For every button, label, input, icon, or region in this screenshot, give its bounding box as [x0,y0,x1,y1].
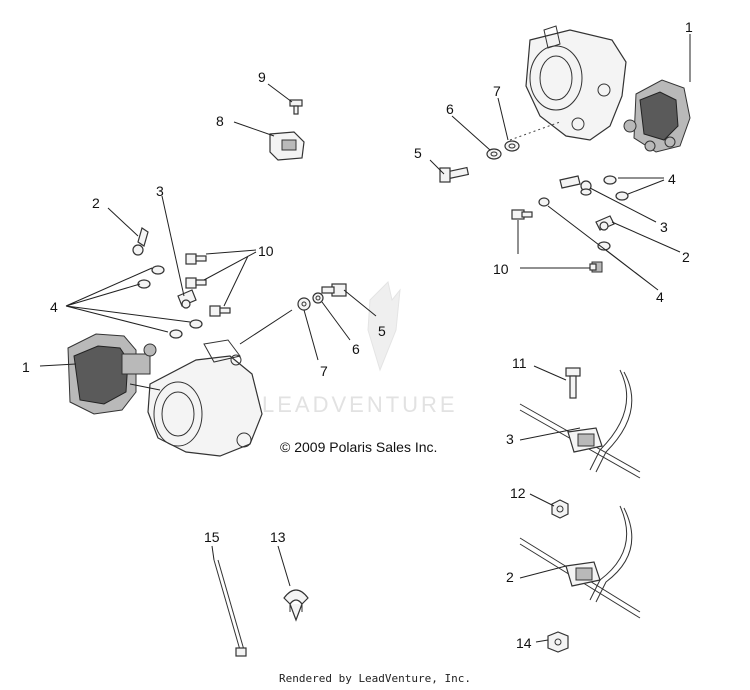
callout-2-clip: 2 [506,569,514,585]
callout-6-right: 6 [446,101,454,117]
brake-line-assembly-2[interactable] [519,505,641,619]
nut-14[interactable] [547,631,569,653]
callout-7-right: 7 [493,83,501,99]
callout-8: 8 [216,113,224,129]
washer-left-4d[interactable] [169,329,183,339]
callout-13: 13 [270,529,286,545]
callout-14: 14 [516,635,532,651]
washer-right-6[interactable] [486,148,502,160]
callout-12: 12 [510,485,526,501]
brake-line-fitting-right[interactable] [559,175,592,196]
push-clip-13[interactable] [283,589,309,622]
callout-2-left: 2 [92,195,100,211]
bolt-left-10a[interactable] [185,253,207,265]
washer-left-4b[interactable] [137,279,151,289]
brake-line-assembly-3[interactable] [519,369,641,479]
callout-3-left: 3 [156,183,164,199]
washer-left-4c[interactable] [189,319,203,329]
callout-10-left: 10 [258,243,274,259]
callout-5-mid: 5 [378,323,386,339]
callout-1-left: 1 [22,359,30,375]
knuckle-housing-left[interactable] [147,339,263,457]
washer-left-4a[interactable] [151,265,165,275]
bolt-left-10b[interactable] [185,277,207,289]
callout-4-right: 4 [668,171,676,187]
bracket-8[interactable] [269,131,305,161]
callout-6-mid: 6 [352,341,360,357]
brake-line-clip-left-3[interactable] [177,289,197,309]
cable-tie-15[interactable] [213,559,247,657]
bolt-right-small[interactable] [511,209,533,220]
watermark-text: LEADVENTURE [262,392,458,417]
washer-right-4c[interactable] [538,197,550,207]
washer-right-7[interactable] [504,140,520,152]
callout-4-right-lower: 4 [656,289,664,305]
nut-12[interactable] [551,499,569,519]
callout-11: 11 [512,355,527,371]
callout-10-right: 10 [493,261,509,277]
bolt-mid-5[interactable] [321,283,347,297]
footer-credit: Rendered by LeadVenture, Inc. [278,672,472,685]
callout-7-mid: 7 [320,363,328,379]
callout-3-right: 3 [660,219,668,235]
copyright-text: © 2009 Polaris Sales Inc. [280,439,437,455]
washer-mid-7[interactable] [297,297,311,311]
bolt-left-10c[interactable] [209,305,231,317]
bolt-11[interactable] [565,367,581,399]
washer-mid-6[interactable] [312,292,324,304]
washer-right-4a[interactable] [603,175,617,185]
knuckle-housing-right[interactable] [525,25,627,141]
callout-15: 15 [204,529,220,545]
callout-4-left: 4 [50,299,58,315]
callout-9: 9 [258,69,266,85]
bolt-right-5[interactable] [439,166,470,183]
callout-3-clip: 3 [506,431,514,447]
watermark-logo [367,281,401,372]
brake-caliper-right[interactable] [623,79,691,153]
callout-5-right: 5 [414,145,422,161]
brake-caliper-left[interactable] [67,333,157,415]
callout-2-right: 2 [682,249,690,265]
brake-line-left-2[interactable] [132,227,149,256]
brake-line-clip-right[interactable] [595,215,615,231]
bolt-9[interactable] [289,99,303,115]
callout-1-right: 1 [685,19,693,35]
bolt-right-10[interactable] [589,261,603,273]
washer-right-4d[interactable] [597,241,611,251]
washer-right-4b[interactable] [615,191,629,201]
